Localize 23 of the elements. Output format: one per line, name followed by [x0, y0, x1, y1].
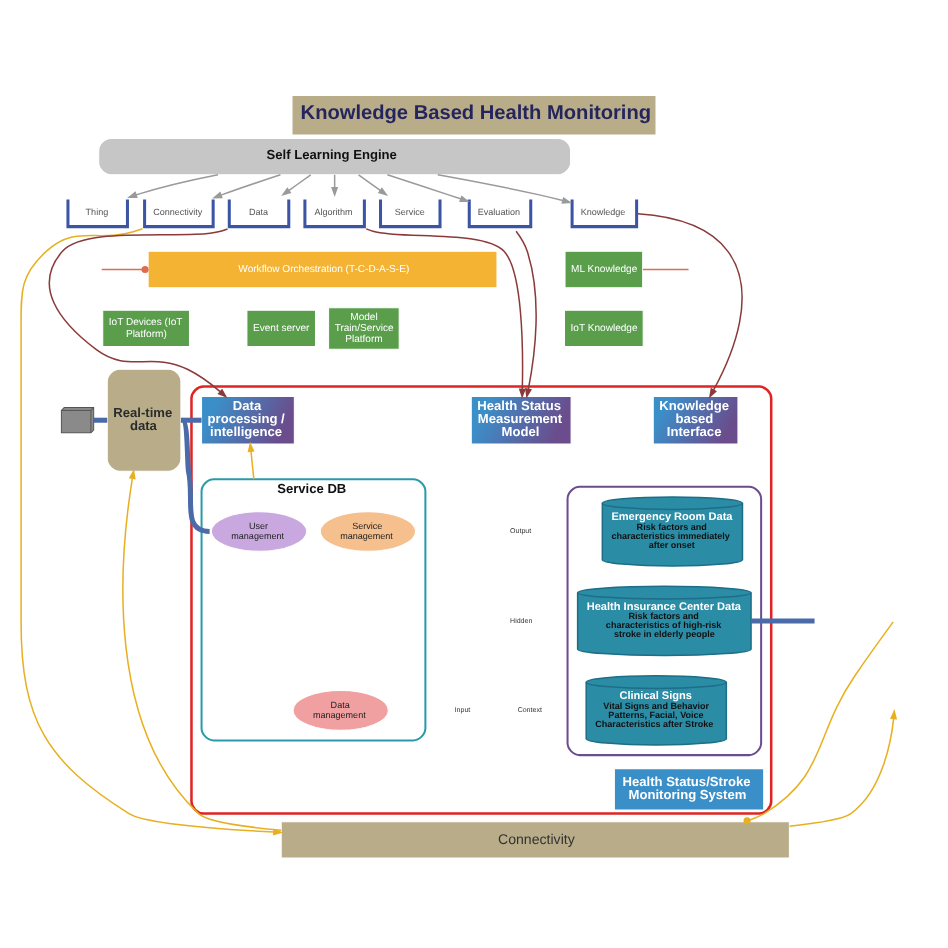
arrow	[247, 440, 255, 479]
arrow	[437, 172, 573, 203]
connector	[93, 416, 108, 422]
arrow	[212, 173, 282, 198]
arrow	[122, 467, 282, 830]
arrow	[788, 708, 898, 826]
connector	[101, 267, 143, 270]
connector	[180, 417, 210, 533]
arrow	[386, 173, 470, 202]
arrow	[636, 212, 743, 398]
connector	[749, 620, 894, 820]
arrow	[365, 227, 526, 398]
connector	[180, 416, 202, 422]
cluster	[566, 484, 763, 756]
arrow	[127, 173, 219, 197]
arrow	[281, 173, 312, 196]
arrow	[515, 229, 537, 398]
connector	[751, 617, 815, 623]
arrow	[20, 226, 284, 835]
diagram-title: Knowledge Based Health Monitoring	[300, 102, 652, 125]
arrow	[357, 173, 389, 196]
connector	[642, 267, 690, 270]
arrow	[48, 227, 229, 397]
